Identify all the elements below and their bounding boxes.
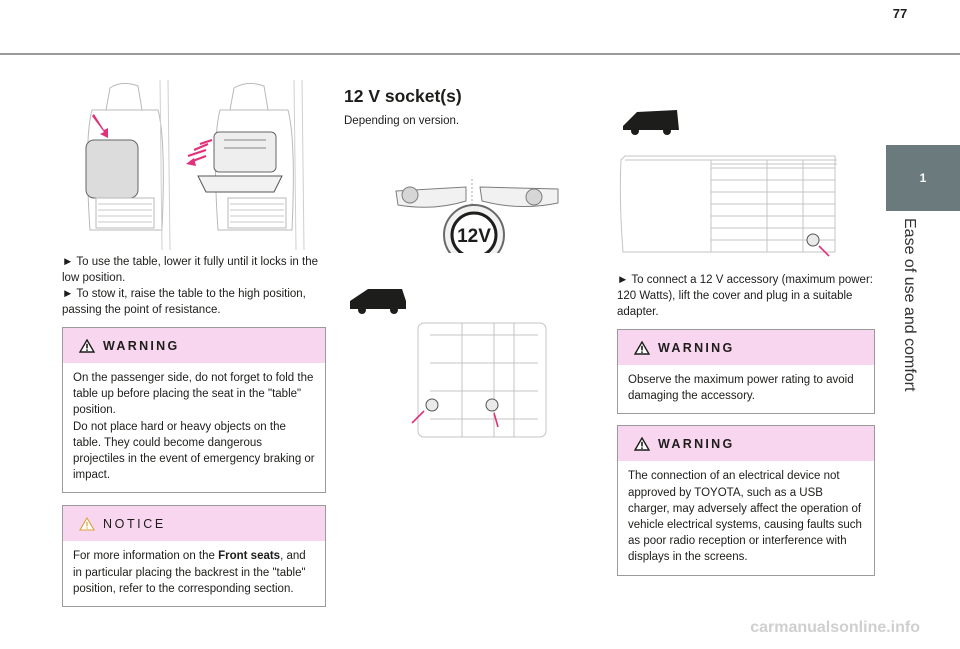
instruction-connect: ► To connect a 12 V accessory (maximum p…	[617, 274, 873, 318]
notice-triangle-icon	[79, 516, 95, 531]
warning-body: On the passenger side, do not forget to …	[63, 363, 325, 492]
warning-title: WARNING	[103, 338, 180, 353]
warning-fold-table: On the passenger side, do not forget to …	[73, 372, 314, 417]
notice-box: NOTICE For more information on the Front…	[62, 505, 326, 608]
socket-marker-left	[411, 398, 439, 424]
minibus-topview-illustration	[350, 289, 547, 438]
socket-label: 12V	[457, 226, 491, 247]
warning-header: WARNING	[618, 330, 874, 365]
warning-box-device: WARNING The connection of an electrical …	[617, 425, 875, 576]
warning-box-power: WARNING Observe the maximum power rating…	[617, 329, 875, 415]
seat-table-illustration	[85, 80, 305, 250]
warning-body: The connection of an electrical device n…	[628, 470, 862, 564]
notice-text-start: For more information on the	[73, 550, 219, 563]
chapter-number: 1	[919, 171, 927, 185]
notice-text-end: , and in particular placing the backrest…	[73, 550, 306, 595]
notice-title: NOTICE	[103, 516, 166, 531]
column-socket: 12 V socket(s) Depending on version. 12V	[344, 80, 584, 463]
warning-triangle-icon	[634, 340, 650, 355]
warning-header: WARNING	[618, 426, 874, 462]
section-subtitle: Depending on version.	[344, 115, 460, 127]
socket-marker-right	[485, 398, 499, 428]
chapter-title: Ease of use and comfort	[901, 218, 918, 392]
watermark: carmanualsonline.info	[750, 619, 920, 636]
notice-link-front-seats[interactable]: Front seats	[218, 550, 281, 563]
notice-header: NOTICE	[63, 506, 325, 542]
warning-triangle-icon	[79, 338, 95, 353]
minibus-icon	[350, 289, 406, 314]
dashboard-socket-illustration: 12V	[395, 179, 559, 253]
socket-12v-icon: 12V	[443, 204, 505, 253]
chapter-tab[interactable]: 1	[886, 145, 960, 211]
socket-marker-van	[806, 233, 830, 257]
notice-body: For more information on the Front seats,…	[63, 541, 325, 606]
column-table: ► To use the table, lower it fully until…	[62, 80, 326, 608]
warning-box-table: WARNING On the passenger side, do not fo…	[62, 327, 326, 494]
section-title: 12 V socket(s)	[344, 86, 462, 106]
warning-header: WARNING	[63, 328, 325, 363]
instruction-stow-table: ► To stow it, raise the table to the hig…	[62, 288, 306, 316]
warning-body: Observe the maximum power rating to avoi…	[628, 374, 854, 403]
header-rule	[0, 53, 960, 55]
page-number: 77	[892, 6, 908, 21]
column-connect: ► To connect a 12 V accessory (maximum p…	[617, 80, 875, 576]
instruction-lower-table: ► To use the table, lower it fully until…	[62, 256, 318, 284]
warning-title: WARNING	[658, 340, 735, 355]
van-icon	[623, 110, 679, 135]
warning-triangle-icon	[634, 436, 650, 451]
van-topview-illustration	[619, 110, 837, 257]
warning-title: WARNING	[658, 436, 735, 451]
warning-heavy-objects: Do not place hard or heavy objects on th…	[73, 420, 315, 482]
